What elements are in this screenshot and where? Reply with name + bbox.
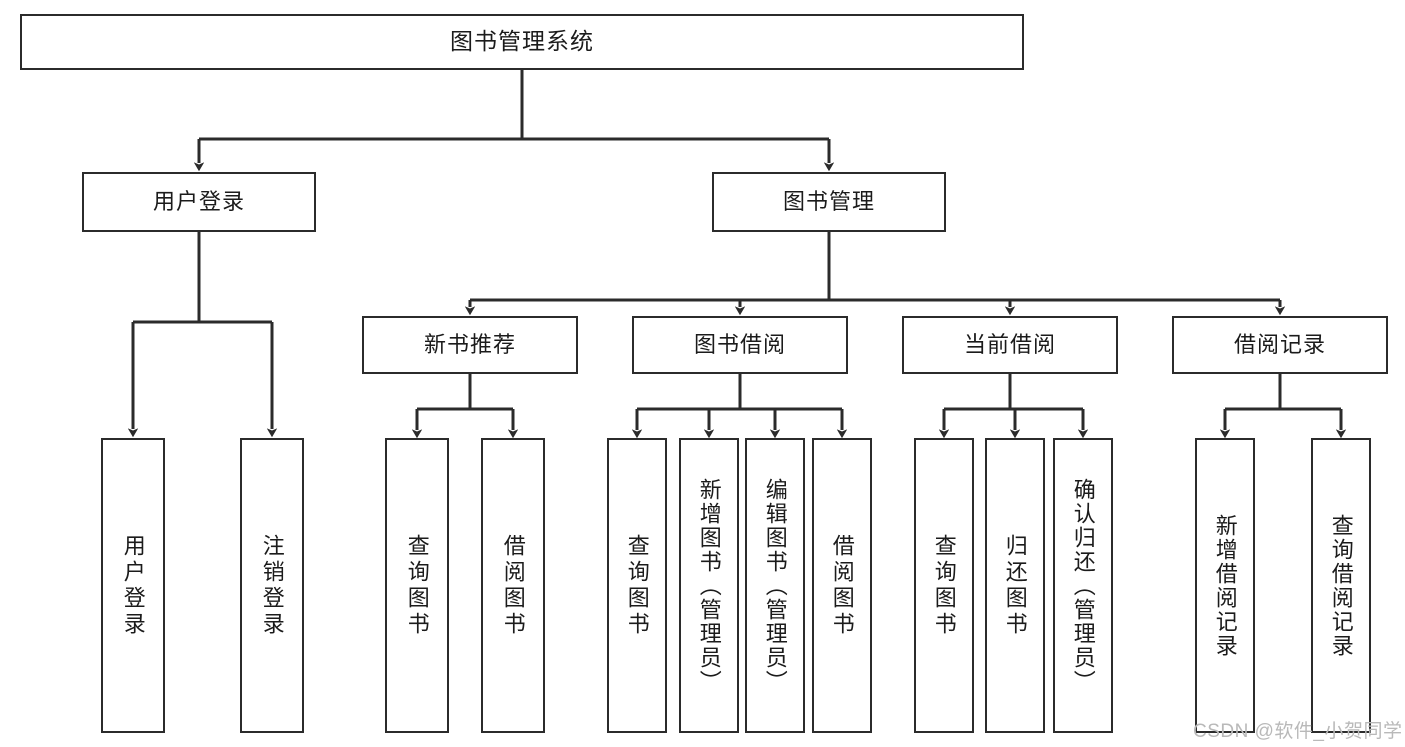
node-new-book-recommend[interactable]: 新书推荐 bbox=[362, 316, 578, 374]
node-leaf-query-book-recommend-label: 查询图书 bbox=[404, 533, 430, 638]
node-leaf-query-borrow-record-label: 查询借阅记录 bbox=[1328, 513, 1354, 658]
node-leaf-user-login-label: 用户登录 bbox=[120, 533, 146, 638]
node-new-book-recommend-label: 新书推荐 bbox=[423, 331, 516, 357]
node-leaf-query-book-borrow-label: 查询图书 bbox=[624, 533, 650, 638]
csdn-watermark: CSDN @软件_小贺同学 bbox=[1193, 721, 1403, 742]
node-borrow-record[interactable]: 借阅记录 bbox=[1172, 316, 1388, 374]
node-book-borrow-label: 图书借阅 bbox=[693, 331, 786, 357]
node-leaf-edit-book-admin[interactable]: 编辑图书（管理员） bbox=[745, 438, 805, 733]
node-root[interactable]: 图书管理系统 bbox=[20, 14, 1024, 70]
node-root-label: 图书管理系统 bbox=[450, 28, 594, 55]
node-leaf-return-book-label: 归还图书 bbox=[1002, 533, 1028, 638]
node-leaf-return-book[interactable]: 归还图书 bbox=[985, 438, 1045, 733]
node-leaf-borrow-book-recommend-label: 借阅图书 bbox=[500, 533, 526, 638]
node-leaf-borrow-book-label: 借阅图书 bbox=[829, 533, 855, 638]
node-book-management-label: 图书管理 bbox=[782, 188, 875, 214]
node-leaf-add-book-admin[interactable]: 新增图书（管理员） bbox=[679, 438, 739, 733]
node-book-management[interactable]: 图书管理 bbox=[712, 172, 946, 232]
node-borrow-record-label: 借阅记录 bbox=[1233, 331, 1326, 357]
node-leaf-confirm-return-admin[interactable]: 确认归还（管理员） bbox=[1053, 438, 1113, 733]
node-leaf-borrow-book[interactable]: 借阅图书 bbox=[812, 438, 872, 733]
node-leaf-confirm-return-admin-label: 确认归还（管理员） bbox=[1070, 477, 1096, 694]
node-user-login[interactable]: 用户登录 bbox=[82, 172, 316, 232]
node-leaf-query-book-current[interactable]: 查询图书 bbox=[914, 438, 974, 733]
node-leaf-logout-label: 注销登录 bbox=[259, 533, 285, 638]
node-leaf-query-borrow-record[interactable]: 查询借阅记录 bbox=[1311, 438, 1371, 733]
node-user-login-label: 用户登录 bbox=[152, 188, 245, 214]
node-leaf-add-borrow-record-label: 新增借阅记录 bbox=[1212, 513, 1238, 658]
node-leaf-logout[interactable]: 注销登录 bbox=[240, 438, 304, 733]
node-leaf-user-login[interactable]: 用户登录 bbox=[101, 438, 165, 733]
node-leaf-add-book-admin-label: 新增图书（管理员） bbox=[696, 477, 722, 694]
node-leaf-query-book-borrow[interactable]: 查询图书 bbox=[607, 438, 667, 733]
node-current-borrow[interactable]: 当前借阅 bbox=[902, 316, 1118, 374]
node-leaf-query-book-recommend[interactable]: 查询图书 bbox=[385, 438, 449, 733]
node-book-borrow[interactable]: 图书借阅 bbox=[632, 316, 848, 374]
node-current-borrow-label: 当前借阅 bbox=[963, 331, 1056, 357]
node-leaf-add-borrow-record[interactable]: 新增借阅记录 bbox=[1195, 438, 1255, 733]
node-leaf-borrow-book-recommend[interactable]: 借阅图书 bbox=[481, 438, 545, 733]
node-leaf-query-book-current-label: 查询图书 bbox=[931, 533, 957, 638]
node-leaf-edit-book-admin-label: 编辑图书（管理员） bbox=[762, 477, 788, 694]
